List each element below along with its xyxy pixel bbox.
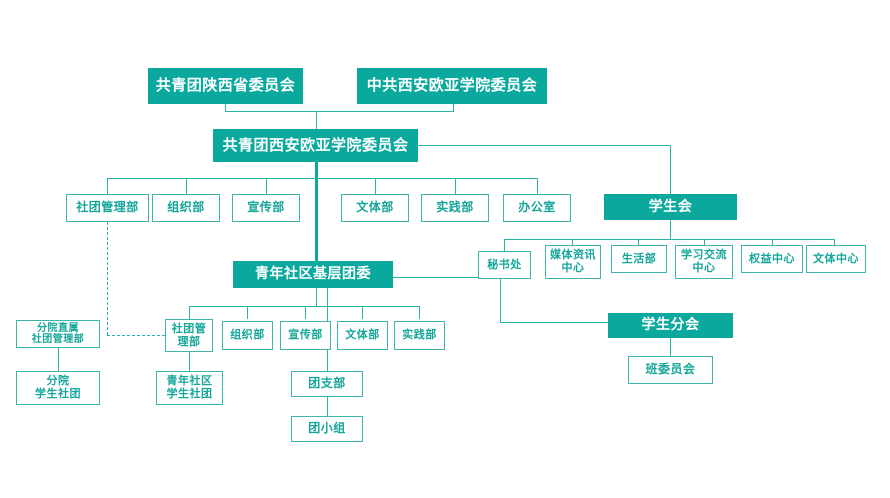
node-label: 社团管 理部 (171, 321, 207, 348)
node-label: 团小组 (308, 421, 346, 436)
edge-n17-n21 (305, 306, 306, 319)
node-label: 媒体资讯 中心 (550, 248, 596, 274)
node-student-branch-association[interactable]: 学生分会 (608, 313, 733, 338)
edge-n17-bus (189, 306, 419, 307)
node-youth-community-league-committee[interactable]: 青年社区基层团委 (233, 261, 393, 288)
edge-dept-bus-left (107, 178, 316, 179)
edge-n17-n22 (362, 306, 363, 319)
node-label: 宣传部 (288, 328, 323, 342)
node-label: 权益中心 (749, 251, 795, 265)
node-practice-dept[interactable]: 实践部 (421, 194, 489, 222)
node-label: 文体中心 (813, 251, 859, 265)
node-label: 实践部 (436, 200, 474, 215)
node-label: 中共西安欧亚学院委员会 (366, 76, 538, 95)
edge-n24-n28 (670, 338, 671, 356)
edge-n17-n19 (189, 306, 190, 319)
node-label: 学生分会 (641, 317, 700, 334)
edge-n1-down (225, 104, 226, 112)
node-label: 学习交流 中心 (681, 248, 727, 274)
edge-n10-down (670, 220, 671, 240)
node-label: 宣传部 (247, 200, 285, 215)
node-culture-sports-dept-sub[interactable]: 文体部 (337, 321, 388, 350)
node-study-exchange-center[interactable]: 学习交流 中心 (675, 245, 733, 279)
node-label: 青年社区基层团委 (255, 266, 371, 283)
node-class-committee[interactable]: 班委员会 (628, 356, 713, 384)
node-university-youth-league-committee[interactable]: 共青团西安欧亚学院委员会 (213, 129, 418, 162)
node-organization-dept[interactable]: 组织部 (152, 194, 220, 222)
edge-n17-n24-h1 (393, 277, 501, 278)
node-label: 团支部 (308, 376, 346, 391)
node-label: 分院 学生社团 (35, 374, 81, 400)
edge-dept-n8 (455, 178, 456, 194)
node-organization-dept-sub[interactable]: 组织部 (222, 321, 273, 350)
node-club-management-dept-sub[interactable]: 社团管 理部 (165, 319, 213, 352)
node-office[interactable]: 办公室 (503, 194, 571, 222)
edge-n18-n25 (58, 348, 59, 371)
edge-top-bus (225, 111, 454, 112)
node-league-branch[interactable]: 团支部 (291, 371, 363, 397)
edge-n3-trunk (315, 162, 318, 261)
node-label: 实践部 (402, 328, 437, 342)
edge-dept-n9 (537, 178, 538, 194)
edge-n17-n23 (419, 306, 420, 319)
edge-n17-n20 (247, 306, 248, 319)
edge-n3-to-n10-h (418, 145, 670, 146)
node-secretariat[interactable]: 秘书处 (478, 251, 531, 279)
node-student-union[interactable]: 学生会 (604, 194, 737, 220)
edge-dept-n5 (186, 178, 187, 194)
node-club-management-dept[interactable]: 社团管理部 (66, 194, 149, 222)
node-university-party-committee[interactable]: 中共西安欧亚学院委员会 (357, 68, 547, 104)
node-league-group[interactable]: 团小组 (291, 416, 363, 442)
node-label: 共青团陕西省委员会 (155, 76, 296, 95)
edge-n17-n24-h2 (500, 322, 608, 323)
edge-dept-n4 (107, 178, 108, 194)
node-practice-dept-sub[interactable]: 实践部 (394, 321, 445, 350)
edge-n17-n24-v (500, 277, 501, 322)
node-branch-direct-club-management-dept[interactable]: 分院直属 社团管理部 (16, 320, 100, 348)
node-rights-center[interactable]: 权益中心 (741, 245, 803, 273)
edge-n27-n29 (327, 397, 328, 416)
edge-n2-down (453, 104, 454, 112)
node-life-dept[interactable]: 生活部 (611, 245, 667, 273)
node-media-info-center[interactable]: 媒体资讯 中心 (545, 245, 601, 279)
node-label: 组织部 (230, 328, 265, 342)
edge-n4-dashed-v (107, 222, 108, 335)
edge-dept-n6 (266, 178, 267, 194)
node-label: 文体部 (345, 328, 380, 342)
edge-n19-n26 (189, 352, 190, 371)
node-label: 班委员会 (645, 362, 696, 377)
node-propaganda-dept[interactable]: 宣传部 (232, 194, 300, 222)
node-label: 分院直属 社团管理部 (31, 322, 85, 346)
node-youth-community-student-clubs[interactable]: 青年社区 学生社团 (156, 371, 223, 405)
node-culture-sports-center[interactable]: 文体中心 (806, 245, 866, 273)
node-label: 秘书处 (487, 257, 522, 271)
edge-bus-to-n3 (316, 111, 317, 129)
node-branch-student-clubs[interactable]: 分院 学生社团 (16, 371, 100, 405)
edge-n3-to-n10-v (670, 145, 671, 194)
edge-n10-bus (504, 239, 834, 240)
edge-n4-dashed-h (107, 335, 165, 336)
node-label: 学生会 (648, 198, 693, 215)
edge-n17-down (316, 288, 317, 307)
node-label: 共青团西安欧亚学院委员会 (222, 135, 409, 154)
node-label: 文体部 (356, 200, 394, 215)
node-label: 组织部 (167, 200, 205, 215)
node-propaganda-dept-sub[interactable]: 宣传部 (280, 321, 331, 350)
edge-n10-n11 (504, 239, 505, 251)
edge-dept-n7 (375, 178, 376, 194)
node-label: 生活部 (621, 251, 657, 265)
node-label: 办公室 (518, 200, 556, 215)
node-label: 社团管理部 (76, 200, 139, 215)
node-culture-sports-dept[interactable]: 文体部 (341, 194, 409, 222)
edge-dept-bus-right (316, 178, 537, 179)
node-label: 青年社区 学生社团 (166, 374, 213, 400)
node-shaanxi-youth-league[interactable]: 共青团陕西省委员会 (148, 68, 303, 104)
